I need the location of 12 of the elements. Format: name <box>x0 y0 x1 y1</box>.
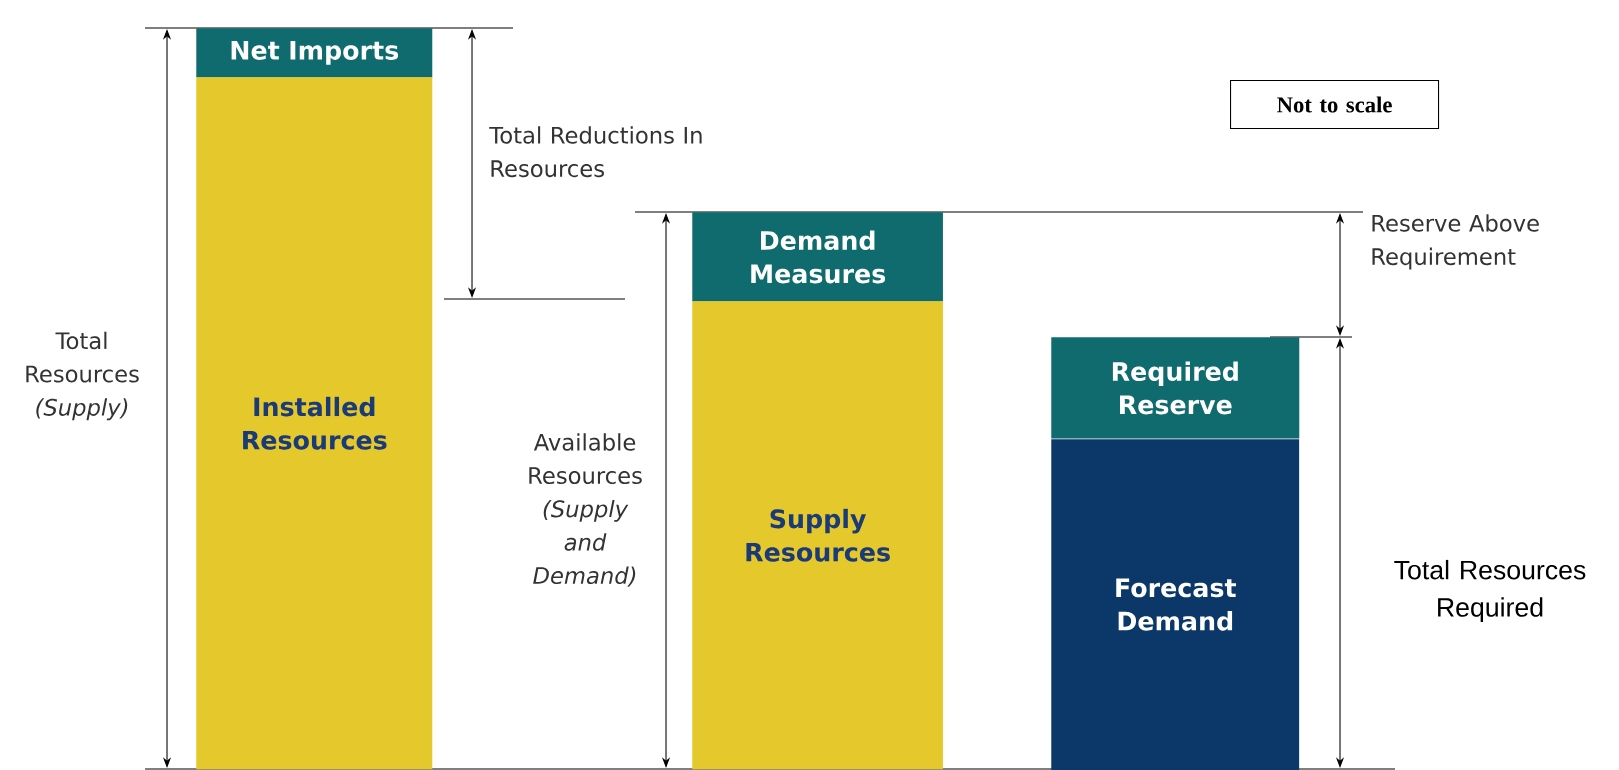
dimension-label: Total Reductions In Resources <box>489 126 702 178</box>
dimension-label: Total Resources (Supply) <box>26 331 139 421</box>
bar-segment: Demand Measures <box>692 212 943 302</box>
bar-segment: Supply Resources <box>692 301 943 770</box>
dimension-label: Reserve Above Requirement <box>1372 214 1539 270</box>
note-box: Not to scale <box>1230 80 1440 130</box>
bar-segment: Forecast Demand <box>1051 439 1300 770</box>
bar-segment: Net Imports <box>196 28 433 78</box>
dimension-label: Total Resources Required <box>1394 559 1586 623</box>
bar-segment: Installed Resources <box>196 77 433 770</box>
dimension-label: Available Resources (Supply and Demand) <box>529 433 642 587</box>
bar-segment: Required Reserve <box>1051 337 1300 439</box>
